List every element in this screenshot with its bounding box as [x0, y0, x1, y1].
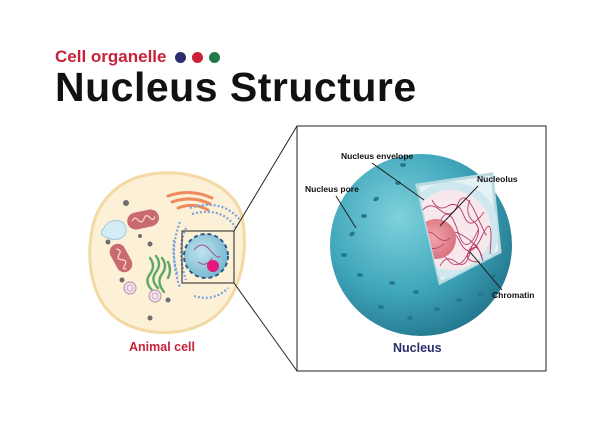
lysosomes [123, 281, 162, 303]
mitochondrion [127, 209, 159, 230]
label-chromatin: Chromatin [492, 290, 535, 300]
zoom-connector-top [233, 125, 298, 232]
ribosomes [105, 200, 171, 321]
cell-nucleus [183, 233, 229, 279]
page-title: Nucleus Structure [55, 64, 417, 110]
animal-cell [88, 171, 246, 335]
zoom-box [181, 230, 235, 284]
nucleus-sphere [330, 154, 512, 336]
navy-dot-icon [175, 51, 187, 63]
subtitle: Cell organelle [55, 47, 167, 66]
vacuole [100, 220, 127, 241]
rough-er [172, 203, 241, 299]
subtitle-row: Cell organelle [55, 47, 221, 67]
nucleus-caption: Nucleus [393, 341, 442, 355]
smooth-er [146, 254, 172, 294]
mitochondrion [109, 243, 133, 273]
animal-cell-caption: Animal cell [129, 340, 195, 354]
leader-lines [335, 162, 503, 291]
zoom-connector-bottom [233, 282, 298, 372]
golgi-apparatus [166, 191, 214, 212]
green-dot-icon [209, 51, 221, 63]
label-nucleolus: Nucleolus [477, 174, 518, 184]
label-nucleus-pore: Nucleus pore [305, 184, 359, 194]
red-dot-icon [192, 51, 204, 63]
label-nucleus-envelope: Nucleus envelope [341, 151, 414, 161]
